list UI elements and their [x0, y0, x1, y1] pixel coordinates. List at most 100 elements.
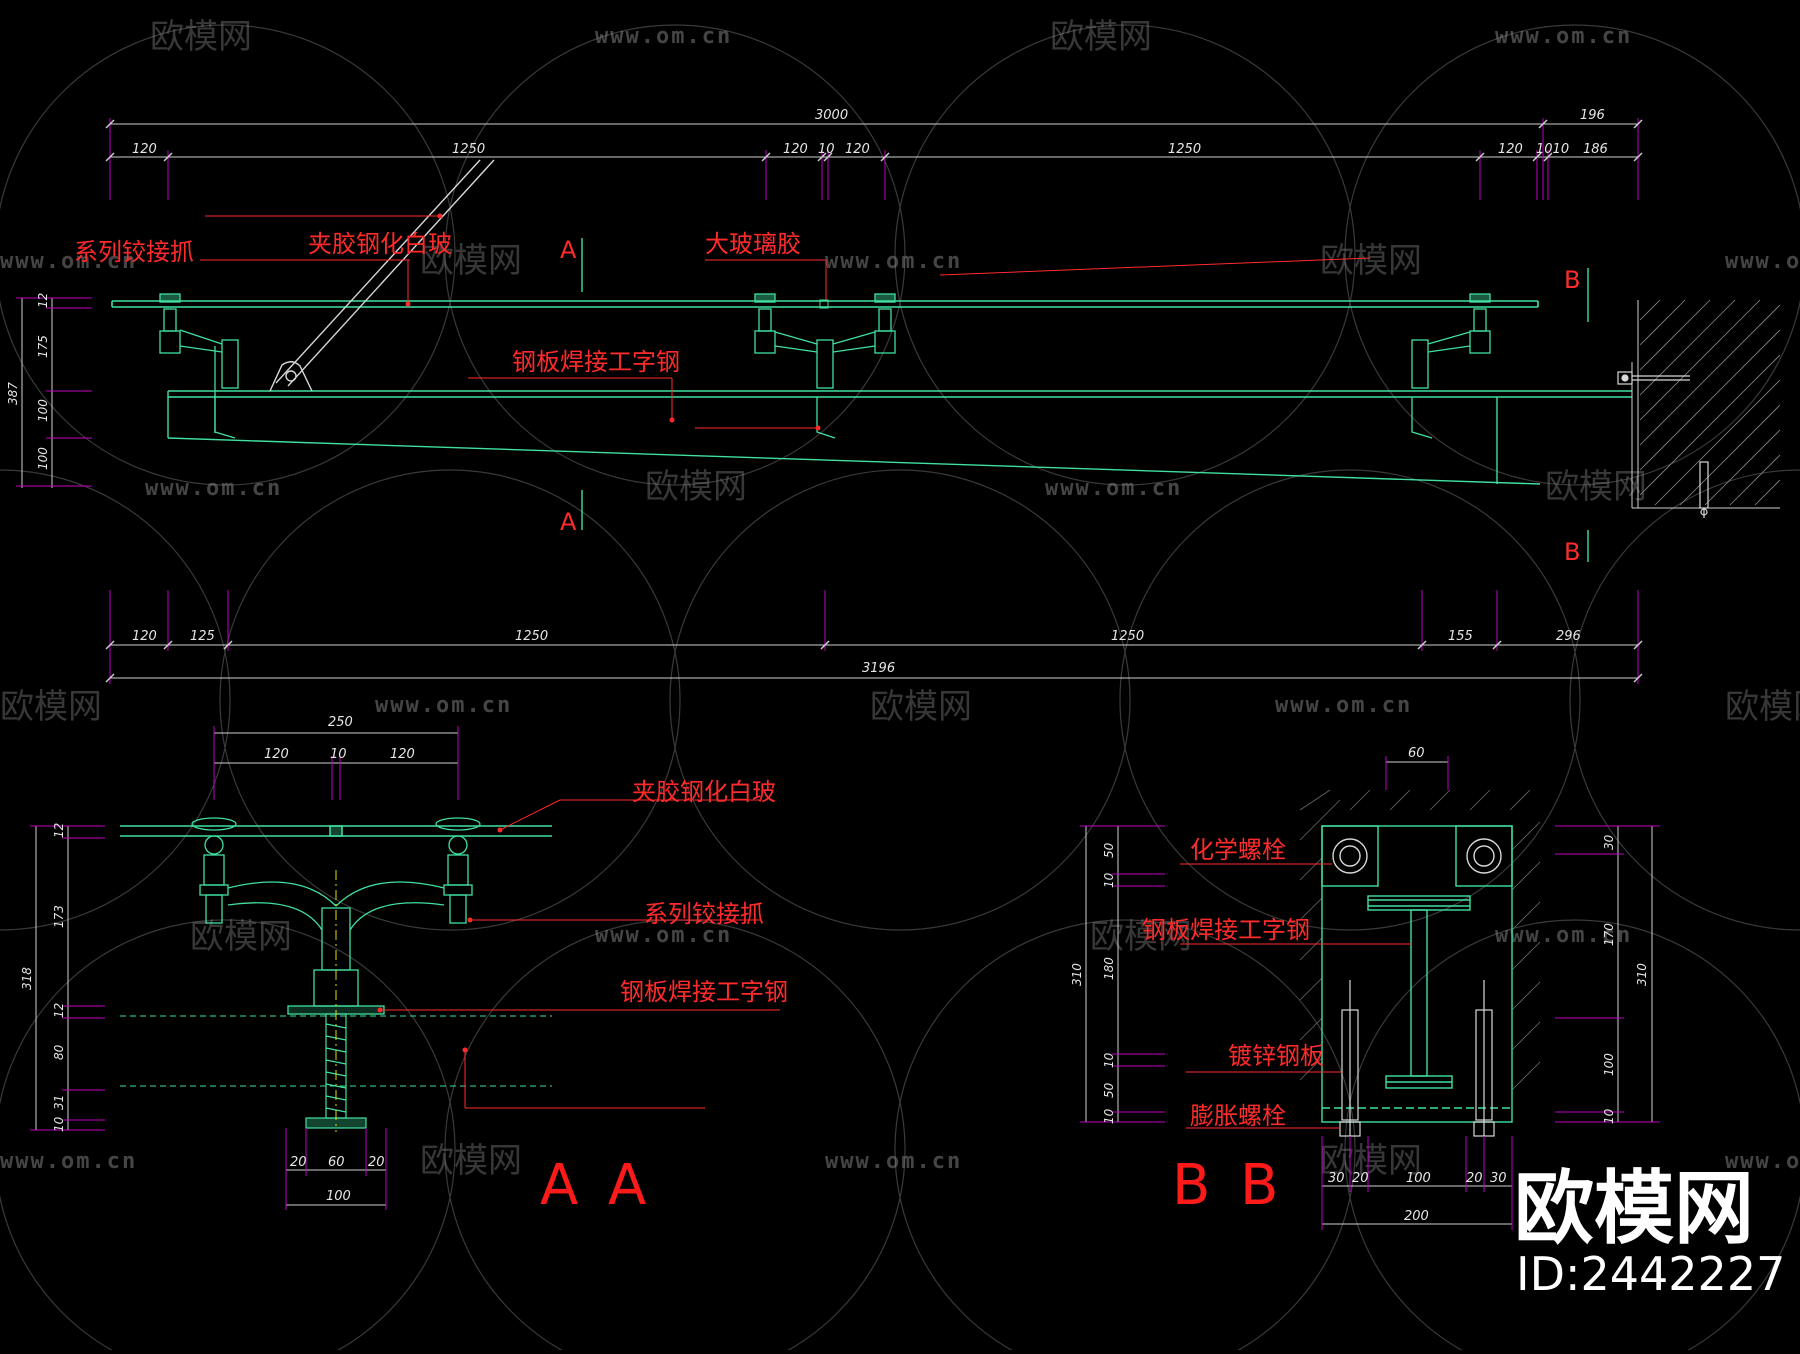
bb-dim-left-3: 180	[1102, 957, 1116, 980]
elevation-leader-dots	[405, 213, 821, 431]
bb-top-ext-lines	[1385, 756, 1449, 790]
bb-dim-right-total: 310	[1635, 963, 1649, 986]
bb-dim-bottom-seg-4: 20	[1466, 1171, 1483, 1186]
watermark-logo: 欧模网	[150, 17, 252, 57]
watermark-url: www.om.cn	[1045, 476, 1182, 501]
spider-fitting-2	[754, 293, 896, 439]
bb-chem-bolts	[1332, 838, 1502, 874]
spider-fitting-1	[159, 293, 239, 439]
section-mark-b-bottom: B	[1564, 538, 1580, 566]
aa-dim-bottom-total: 100	[326, 1189, 351, 1204]
watermark-logo: 欧模网	[420, 1141, 522, 1181]
elevation-left-dimensions	[21, 298, 53, 488]
dim-top-right: 196	[1580, 108, 1605, 123]
elevation-left-ext-lines	[16, 297, 92, 487]
bb-label-steel-beam: 钢板焊接工字钢	[1142, 916, 1310, 944]
bb-dim-left-5: 50	[1102, 1082, 1116, 1098]
watermark-logo: 欧模网	[420, 241, 522, 281]
bb-dim-bottom-seg-5: 30	[1490, 1171, 1507, 1186]
watermark-logo: 欧模网	[1545, 467, 1647, 507]
watermark-logo: 欧模网	[1320, 241, 1422, 281]
dim-bottom-seg-4: 1250	[1111, 629, 1144, 644]
elevation-bottom-dimensions	[110, 644, 1638, 679]
dim-left-3: 100	[36, 399, 50, 422]
label-steel-beam: 钢板焊接工字钢	[512, 348, 680, 376]
watermark-logo: 欧模网	[1090, 917, 1192, 957]
aa-leader-dots	[377, 827, 503, 1053]
aa-spider-fittings	[191, 817, 481, 1007]
bb-dim-bottom-seg-1: 30	[1328, 1171, 1345, 1186]
dim-bottom-seg-3: 1250	[515, 629, 548, 644]
dim-bottom-seg-1: 120	[132, 629, 157, 644]
brand-id: ID:2442227	[1516, 1247, 1785, 1301]
aa-left-dimensions	[35, 826, 69, 1130]
spider-fitting-3	[1411, 293, 1491, 439]
bb-leaders	[1180, 863, 1411, 1129]
aa-label-steel-beam: 钢板焊接工字钢	[620, 978, 788, 1006]
watermark-logo: 欧模网	[190, 917, 292, 957]
bb-dim-bottom-seg-3: 100	[1406, 1171, 1431, 1186]
section-bb-view: 60	[1070, 746, 1660, 1230]
diagonal-brace	[269, 159, 495, 392]
watermark-url: www.om.cn	[1495, 24, 1632, 49]
section-cut-lines	[581, 238, 1589, 562]
watermark-url: www.om.cn	[1725, 1149, 1800, 1174]
watermark-url: www.om.cn	[0, 249, 137, 274]
aa-bottom-ext-lines	[285, 1128, 387, 1210]
label-laminated-glass: 夹胶钢化白玻	[308, 230, 452, 258]
aa-dim-top-total: 250	[328, 715, 353, 730]
bb-bottom-dimensions	[1322, 1185, 1512, 1225]
bb-dim-top: 60	[1408, 746, 1425, 761]
aa-dim-top-seg-1: 120	[264, 747, 289, 762]
watermark-url: www.om.cn	[825, 249, 962, 274]
dim-top-seg-3: 120	[783, 142, 808, 157]
bb-left-dimensions	[1085, 826, 1119, 1122]
aa-top-ext-lines	[213, 726, 459, 800]
dim-top-seg-8: 1010	[1536, 142, 1569, 157]
aa-dim-left-3: 12	[52, 1003, 66, 1018]
section-mark-b-top: B	[1564, 266, 1580, 294]
bb-wall-hatch	[1299, 789, 1541, 1091]
watermark-url: www.om.cn	[595, 923, 732, 948]
dim-left-2: 175	[36, 335, 50, 358]
watermark-logo: 欧模网	[1050, 17, 1152, 57]
aa-dim-left-6: 10	[52, 1116, 66, 1132]
aa-dim-left-2: 173	[52, 905, 66, 928]
bb-i-beam	[1367, 895, 1471, 1089]
watermark-circles	[0, 24, 1800, 1354]
watermark-url: www.om.cn	[145, 476, 282, 501]
dim-top-seg-4: 10	[818, 142, 835, 157]
watermark-url: www.om.cn	[1495, 923, 1632, 948]
watermark-url: www.om.cn	[1725, 249, 1800, 274]
elevation-bottom-ticks	[105, 640, 1643, 683]
aa-label-laminated-glass: 夹胶钢化白玻	[632, 778, 776, 806]
brand-logo-text: 欧模网	[1514, 1162, 1754, 1255]
aa-dim-left-1: 12	[52, 823, 66, 838]
watermark-logo: 欧模网	[1320, 1141, 1422, 1181]
aa-glass	[120, 825, 552, 837]
bb-bottom-ext-lines	[1321, 1136, 1513, 1230]
elevation-view: 3000 196 120 1250 120 10 120 1250 120 10…	[6, 108, 1781, 684]
section-aa-view: 250 120 10 120 12 173 12 80 31 10 318	[20, 715, 788, 1218]
dim-left-1: 12	[36, 293, 50, 308]
watermark-url: www.om.cn	[825, 1149, 962, 1174]
watermark-logo: 欧模网	[645, 467, 747, 507]
bb-section-title-2: B	[1240, 1153, 1278, 1218]
glass-panel	[111, 300, 1539, 308]
bb-dim-right-3: 100	[1602, 1053, 1616, 1076]
dim-bottom-seg-5: 155	[1448, 629, 1473, 644]
aa-dim-top-seg-3: 120	[390, 747, 415, 762]
aa-left-ext-lines	[30, 825, 105, 1131]
bb-dim-left-total: 310	[1070, 963, 1084, 986]
dim-top-seg-2: 1250	[452, 142, 485, 157]
elevation-top-dimensions	[110, 123, 1638, 158]
aa-leaders	[380, 799, 780, 1109]
watermark-url: www.om.cn	[0, 1149, 137, 1174]
bb-dim-left-1: 50	[1102, 842, 1116, 858]
watermark-url: www.om.cn	[1275, 693, 1412, 718]
bb-dim-right-1: 30	[1602, 834, 1616, 850]
watermark-logo: 欧模网	[870, 687, 972, 727]
bb-dim-left-4: 10	[1102, 1052, 1116, 1068]
aa-dim-bottom-seg-1: 20	[290, 1155, 307, 1170]
